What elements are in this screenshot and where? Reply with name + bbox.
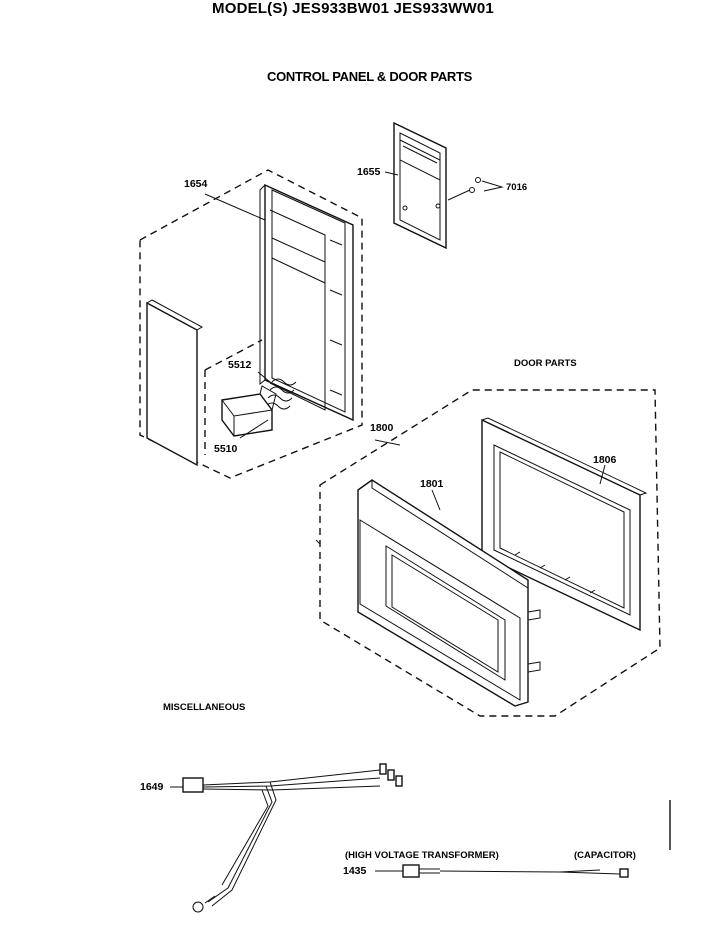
part-label-1649: 1649 <box>140 781 164 793</box>
high-voltage-lead-1435: (HIGH VOLTAGE TRANSFORMER) (CAPACITOR) 1… <box>343 850 636 878</box>
part-label-5512: 5512 <box>228 359 252 371</box>
high-voltage-transformer-label: (HIGH VOLTAGE TRANSFORMER) <box>345 850 499 861</box>
part-label-1655: 1655 <box>357 166 381 178</box>
door-parts-heading: DOOR PARTS <box>514 358 577 369</box>
model-title: MODEL(S) JES933BW01 JES933WW01 <box>212 0 494 17</box>
capacitor-label: (CAPACITOR) <box>574 850 636 861</box>
miscellaneous-heading: MISCELLANEOUS <box>163 702 245 713</box>
part-label-1801: 1801 <box>420 478 444 490</box>
section-title: CONTROL PANEL & DOOR PARTS <box>267 69 473 84</box>
part-label-5510: 5510 <box>214 443 238 455</box>
part-label-1806: 1806 <box>593 454 617 466</box>
part-label-7016: 7016 <box>506 182 527 193</box>
part-label-1654: 1654 <box>184 178 208 190</box>
spring-5512: 5512 <box>228 359 297 410</box>
part-label-1435: 1435 <box>343 865 367 877</box>
latch-5510: 5510 <box>214 385 277 455</box>
control-panel-assembly: 1654 <box>139 169 363 479</box>
part-label-1800: 1800 <box>370 422 394 434</box>
control-board-1655: 1655 7016 <box>357 121 527 250</box>
wire-harness-1649: 1649 <box>140 763 403 913</box>
door-assembly-1800: 1800 1806 1801 <box>315 389 661 717</box>
